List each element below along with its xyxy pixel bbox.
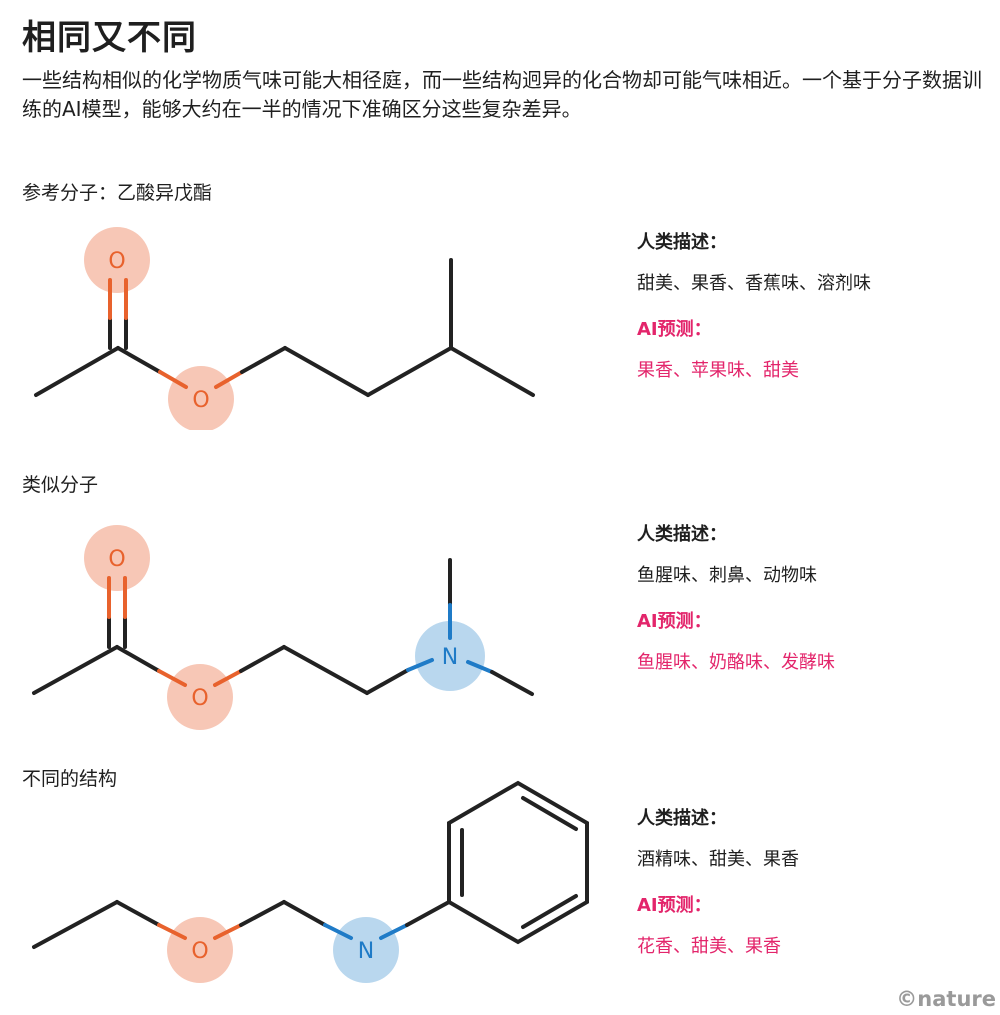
bond [490,670,534,696]
oxygen-highlight [167,917,233,983]
oxygen-atom-label: O [108,547,125,572]
human-description-text: 鱼腥味、刺鼻、动物味 [637,565,817,586]
odor-panel-similar: 人类描述： 鱼腥味、刺鼻、动物味 AI预测： 鱼腥味、奶酪味、发酵味 [637,520,977,694]
molecule-different: O N [32,780,589,983]
human-description-header: 人类描述： [637,232,727,253]
bond [282,900,327,927]
bond [158,370,188,389]
bond [379,923,409,940]
ai-prediction-header: AI预测： [637,895,712,916]
oxygen-highlight [168,366,234,430]
bond [406,658,434,672]
ai-prediction-header: AI预测： [637,611,712,632]
oxygen-atom-label: O [192,388,209,413]
bond [239,645,286,673]
bond [283,346,370,397]
nitrogen-highlight [333,917,399,983]
ai-prediction-text: 花香、甜美、果香 [637,936,781,957]
bond [32,900,119,949]
molecule-isoamyl-acetate: O O [34,227,535,430]
ai-prediction-text: 果香、苹果味、甜美 [637,360,799,381]
bond [365,668,410,695]
oxygen-highlight [167,664,233,730]
bond [366,346,453,397]
odor-panel-reference: 人类描述： 甜美、果香、香蕉味、溶剂味 AI预测： 果香、苹果味、甜美 [637,228,977,402]
bond [521,796,578,831]
nitrogen-highlight [415,621,485,691]
molecule-similar: O O N [32,525,534,730]
bond [213,923,243,940]
bond [157,669,187,687]
section-label-different: 不同的结构 [22,768,118,790]
bond [282,645,369,695]
bond [157,923,187,940]
bond [115,645,161,673]
nitrogen-atom-label: N [442,645,458,670]
human-description-header: 人类描述： [637,524,727,545]
oxygen-highlight [84,227,150,293]
section-label-similar: 类似分子 [22,474,99,496]
oxygen-atom-label: O [108,249,125,274]
bond [240,346,287,374]
oxygen-atom-label: O [191,686,208,711]
benzene-ring [447,780,589,945]
bond [466,660,494,674]
bond [34,346,120,397]
oxygen-highlight [84,525,150,591]
bond [449,346,535,397]
bond [115,900,161,927]
bond [323,923,353,940]
nature-credit: ©nature [896,987,996,1011]
bond [116,346,162,374]
intro-paragraph: 一些结构相似的化学物质气味可能大相径庭，而一些结构迥异的化合物却可能气味相近。一… [22,68,982,121]
human-description-text: 酒精味、甜美、果香 [637,849,799,870]
ai-prediction-header: AI预测： [637,319,712,340]
section-label-reference: 参考分子：乙酸异戊酯 [22,182,213,204]
nitrogen-atom-label: N [358,939,374,964]
bond [213,669,243,687]
bond [32,645,119,695]
bond [214,370,244,389]
odor-panel-different: 人类描述： 酒精味、甜美、果香 AI预测： 花香、甜美、果香 [637,804,977,978]
bond [239,900,286,927]
human-description-header: 人类描述： [637,808,727,829]
human-description-text: 甜美、果香、香蕉味、溶剂味 [637,273,871,294]
ai-prediction-text: 鱼腥味、奶酪味、发酵味 [637,652,835,673]
page-title: 相同又不同 [22,18,197,58]
bond [405,900,451,927]
bond [521,894,578,929]
oxygen-atom-label: O [191,939,208,964]
